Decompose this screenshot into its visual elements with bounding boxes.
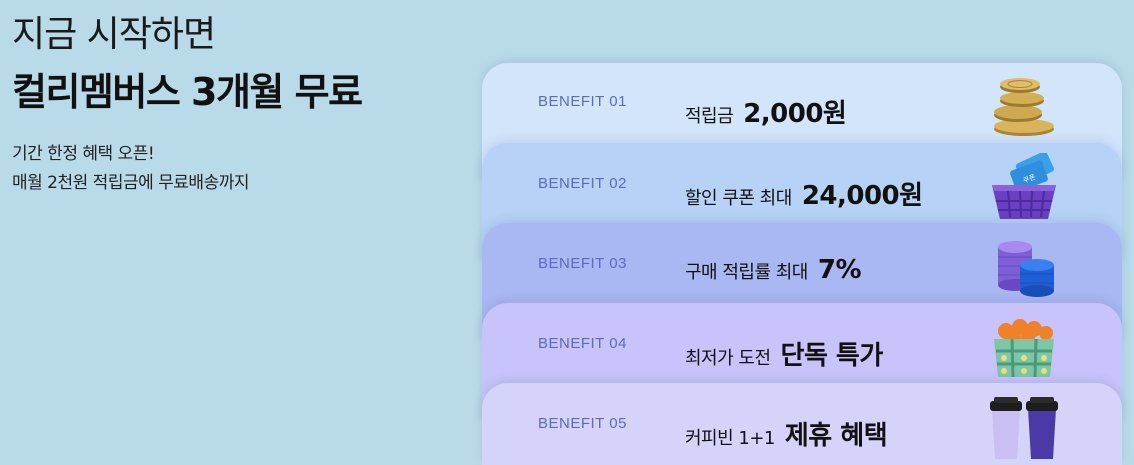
benefit-highlight: 제휴 혜택 [784, 421, 888, 451]
coin-stacks-icon [998, 241, 1054, 297]
benefit-highlight: 단독 특가 [780, 341, 884, 371]
benefit-description: 적립금 [685, 106, 734, 127]
benefit-highlight: 7% [817, 255, 862, 285]
benefit-cards: BENEFIT 01 적립금 2,000원 BENEFIT 02 할인 쿠폰 최… [482, 63, 1122, 465]
benefit-text: 최저가 도전 단독 특가 [685, 335, 883, 372]
benefit-description: 커피빈 1+1 [685, 428, 775, 449]
benefit-description: 구매 적립률 최대 [685, 262, 808, 283]
gold-coins-icon [994, 78, 1054, 136]
benefit-label: BENEFIT 03 [538, 255, 627, 272]
coffee-cups-icon [990, 397, 1058, 459]
benefit-text: 구매 적립률 최대 7% [685, 255, 862, 285]
benefit-label: BENEFIT 01 [538, 93, 627, 110]
benefit-label: BENEFIT 04 [538, 335, 627, 352]
hero-desc-line-1: 기간 한정 혜택 오픈! [12, 144, 155, 164]
benefit-text: 적립금 2,000원 [685, 93, 847, 130]
benefit-description: 최저가 도전 [685, 348, 771, 369]
benefit-text: 할인 쿠폰 최대 24,000원 [685, 175, 923, 212]
hero-section: 지금 시작하면 컬리멤버스 3개월 무료 기간 한정 혜택 오픈! 매월 2천원… [12, 12, 363, 198]
hero-title: 컬리멤버스 3개월 무료 [12, 70, 363, 114]
benefit-card-5: BENEFIT 05 커피빈 1+1 제휴 혜택 [482, 383, 1122, 465]
benefit-text: 커피빈 1+1 제휴 혜택 [685, 415, 888, 452]
benefit-label: BENEFIT 05 [538, 415, 627, 432]
benefit-highlight: 24,000원 [801, 181, 923, 211]
orange-crate-icon [994, 319, 1054, 378]
hero-description: 기간 한정 혜택 오픈! 매월 2천원 적립금에 무료배송까지 [12, 140, 362, 198]
coupon-basket-icon: 쿠폰 [992, 153, 1056, 219]
benefit-highlight: 2,000원 [743, 99, 847, 129]
benefit-label: BENEFIT 02 [538, 175, 627, 192]
benefit-description: 할인 쿠폰 최대 [685, 188, 792, 209]
hero-subtitle: 지금 시작하면 [12, 14, 216, 55]
hero-desc-line-2: 매월 2천원 적립금에 무료배송까지 [12, 173, 249, 193]
